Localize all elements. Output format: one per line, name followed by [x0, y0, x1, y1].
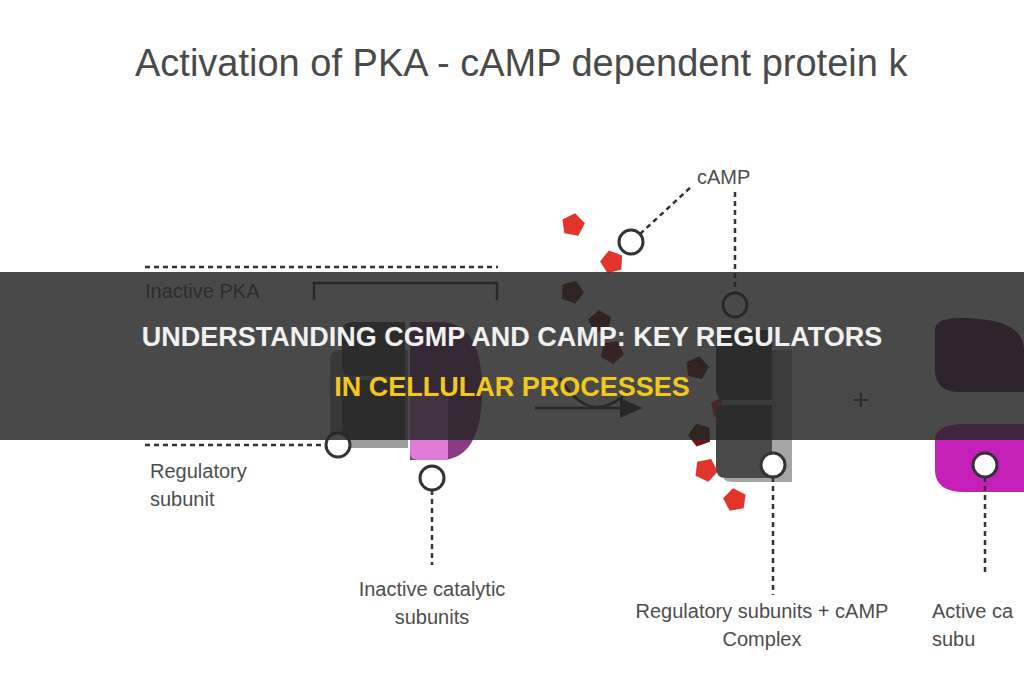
title-band: UNDERSTANDING CGMP AND CAMP: KEY REGULAT…: [0, 272, 1024, 440]
part-label: Inactive catalytic subunits: [332, 575, 532, 631]
leader-line: [772, 477, 775, 595]
dashed-rule: [145, 266, 498, 269]
camp-molecule: [598, 247, 626, 274]
leader-line: [145, 444, 326, 447]
leader-line: [640, 186, 692, 234]
leader-dot: [420, 466, 444, 490]
diagram-heading: Activation of PKA - cAMP dependent prote…: [135, 40, 907, 86]
leader-dot: [619, 230, 643, 254]
leader-line: [984, 477, 987, 572]
molecule-label: cAMP: [697, 163, 750, 191]
camp-molecule: [560, 211, 586, 236]
camp-molecule: [722, 486, 748, 511]
part-label: Regulatory subunit: [150, 457, 280, 513]
part-label: Active ca subu: [932, 597, 1024, 653]
part-label: Regulatory subunits + cAMP Complex: [607, 597, 917, 653]
leader-dot: [973, 453, 997, 477]
leader-line: [431, 490, 434, 565]
banner-title: UNDERSTANDING CGMP AND CAMP: KEY REGULAT…: [129, 312, 895, 412]
leader-dot: [761, 453, 785, 477]
